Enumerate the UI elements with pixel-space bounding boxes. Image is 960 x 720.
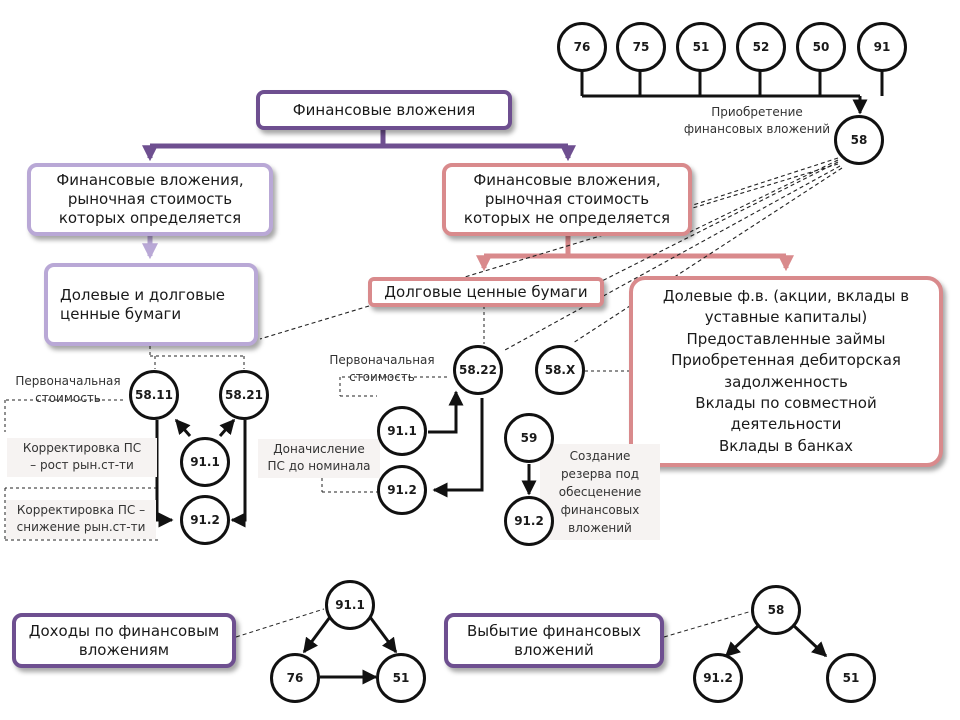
box-debt-securities: Долговые ценные бумаги	[368, 277, 604, 307]
box-financial-investments: Финансовые вложения	[256, 90, 512, 130]
note-initial-cost-mid: Первоначальная стоимость	[329, 353, 435, 385]
box-investment-income: Доходы по финансовым вложениям	[12, 613, 236, 668]
box-market-value-defined: Финансовые вложения, рыночная стоимость …	[27, 163, 273, 236]
account-node-51: 51	[676, 22, 726, 72]
note-adjust-growth: Корректировка ПС – рост рын.ст-ти	[7, 438, 157, 477]
account-node-91-1-left: 91.1	[180, 437, 230, 487]
account-node-58-x: 58.Х	[535, 345, 585, 395]
note-adjust-decline: Корректировка ПС – снижение рын.ст-ти	[6, 500, 156, 539]
account-node-50: 50	[796, 22, 846, 72]
note-accrual-to-par: Доначисление ПС до номинала	[258, 439, 380, 478]
note-initial-cost-left: Первоначальная стоимость	[15, 374, 121, 406]
box-market-value-not-defined: Финансовые вложения, рыночная стоимость …	[442, 163, 692, 236]
account-node-52: 52	[736, 22, 786, 72]
account-node-76: 76	[557, 22, 607, 72]
mid-account-arrows	[428, 390, 537, 498]
account-node-51-disposal: 51	[826, 653, 876, 703]
account-node-75: 75	[616, 22, 666, 72]
box-equity-debt-securities: Долевые и долговые ценные бумаги	[44, 263, 258, 346]
account-node-58-22: 58.22	[453, 345, 503, 395]
account-node-91-2-disposal: 91.2	[693, 653, 743, 703]
left-dashed-helpers	[4, 306, 632, 541]
account-node-91-2-left: 91.2	[180, 495, 230, 545]
note-acquisition: Приобретение финансовых вложений	[683, 105, 831, 137]
account-node-58-21: 58.21	[219, 370, 269, 420]
box-equity-investments-list: Долевые ф.в. (акции, вклады в уставные к…	[629, 276, 943, 467]
account-node-59: 59	[504, 413, 554, 463]
income-disposal-dashed	[235, 608, 753, 638]
account-node-58-disposal: 58	[751, 585, 801, 635]
acquisition-connector	[580, 70, 884, 115]
box-investment-disposal: Выбытие финансовых вложений	[444, 613, 664, 668]
account-node-91: 91	[857, 22, 907, 72]
note-impairment-reserve: Создание резерва под обесценение финансо…	[540, 444, 660, 540]
dashed-links-58	[259, 157, 843, 351]
account-node-91-2-reserve: 91.2	[504, 496, 554, 546]
income-disposal-arrows	[302, 616, 828, 685]
account-node-91-1-mid: 91.1	[377, 406, 427, 456]
market-not-defined-connector	[475, 236, 795, 272]
account-node-58-11: 58.11	[129, 370, 179, 420]
account-node-76-income: 76	[270, 653, 320, 703]
account-node-91-1-income: 91.1	[325, 580, 375, 630]
root-branch-connector	[141, 128, 577, 162]
left-account-arrows	[155, 418, 247, 528]
account-node-58: 58	[834, 115, 884, 165]
account-node-91-2-mid: 91.2	[377, 465, 427, 515]
account-node-51-income: 51	[376, 653, 426, 703]
